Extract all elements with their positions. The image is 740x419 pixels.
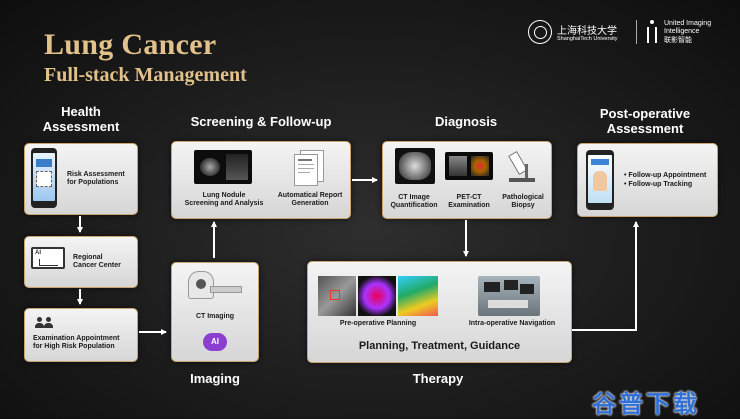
people-icon — [35, 317, 55, 329]
intraop-navigation-label: Intra-operative Navigation — [468, 320, 556, 327]
risk-assessment-label: Risk Assessment for Populations — [67, 171, 125, 186]
preop-planning-label: Pre-operative Planning — [339, 320, 417, 327]
university-name-en: ShanghaiTech University — [557, 36, 618, 42]
ct-imaging-label: CT Imaging — [195, 313, 235, 320]
section-imaging: Imaging — [190, 371, 240, 386]
university-seal-icon — [528, 20, 552, 44]
post-operative-card: • Follow-up Appointment • Follow-up Trac… — [577, 143, 718, 217]
partner-name-line1: United Imaging — [664, 20, 712, 27]
site-watermark: 谷普下载 — [592, 384, 700, 419]
therapy-main-label: Planning, Treatment, Guidance — [358, 340, 521, 352]
petct-thumbnail — [445, 152, 493, 180]
partner-logo: United Imaging Intelligence 联影智能 — [644, 18, 734, 46]
section-health-assessment: Health Assessment — [42, 104, 120, 134]
followup-tracking-item: • Follow-up Tracking — [624, 181, 693, 188]
section-diagnosis: Diagnosis — [434, 114, 498, 129]
watermark-text: 谷普下载 — [592, 390, 700, 418]
ai-cloud-badge: AI — [211, 337, 219, 346]
followup-appointment-item: • Follow-up Appointment — [624, 172, 707, 179]
imaging-card: CT Imaging AI — [171, 262, 259, 362]
monitor-ai-badge: AI — [35, 250, 41, 256]
microscope-icon — [507, 150, 537, 186]
exam-appointment-label: Examination Appointment for High Risk Po… — [33, 335, 120, 350]
partner-name-cn: 联影智能 — [664, 36, 692, 44]
preop-planning-thumbnails — [318, 276, 438, 316]
therapy-card: Pre-operative Planning Intra-operative N… — [307, 261, 572, 363]
phone-icon — [31, 148, 57, 208]
report-document-icon — [292, 150, 326, 186]
partner-name-line2: Intelligence — [664, 28, 700, 35]
petct-label: PET-CT Examination — [448, 194, 490, 209]
intraop-navigation-thumbnail — [478, 276, 540, 316]
section-post-operative: Post-operative Assessment — [599, 106, 691, 136]
arrow-therapy-to-postop — [572, 221, 639, 331]
screening-card: Lung Nodule Screening and Analysis Autom… — [171, 141, 351, 219]
page-subtitle: Full-stack Management — [44, 64, 247, 86]
monitor-icon: AI — [31, 247, 65, 269]
ct-quantification-label: CT Image Quantification — [390, 194, 438, 209]
ct-scanner-icon — [186, 269, 242, 303]
exam-appointment-card: Examination Appointment for High Risk Po… — [24, 308, 138, 362]
risk-assessment-card: Risk Assessment for Populations — [24, 143, 138, 215]
followup-phone-icon — [586, 150, 614, 210]
university-name-cn: 上海科技大学 — [557, 26, 617, 37]
nodule-screening-label: Lung Nodule Screening and Analysis — [184, 192, 264, 207]
partner-mark-icon — [644, 20, 660, 44]
followup-appointment-label: Follow-up Appointment — [628, 172, 707, 179]
ct-scan-thumbnail — [194, 150, 252, 184]
university-logo: 上海科技大学 ShanghaiTech University — [528, 20, 624, 46]
followup-tracking-label: Follow-up Tracking — [628, 181, 693, 188]
ai-cloud-icon: AI — [203, 333, 227, 351]
regional-cancer-center-label: Regional Cancer Center — [73, 254, 121, 269]
report-generation-label: Automatical Report Generation — [277, 192, 343, 207]
page-title: Lung Cancer — [44, 28, 217, 61]
section-therapy: Therapy — [412, 371, 464, 386]
pathological-biopsy-label: Pathological Biopsy — [502, 194, 544, 209]
section-screening: Screening & Follow-up — [190, 114, 332, 129]
regional-cancer-center-card: AI Regional Cancer Center — [24, 236, 138, 288]
logo-divider — [636, 20, 637, 44]
diagnosis-card: CT Image Quantification PET-CT Examinati… — [382, 141, 552, 219]
ct-quantification-thumbnail — [395, 148, 435, 184]
